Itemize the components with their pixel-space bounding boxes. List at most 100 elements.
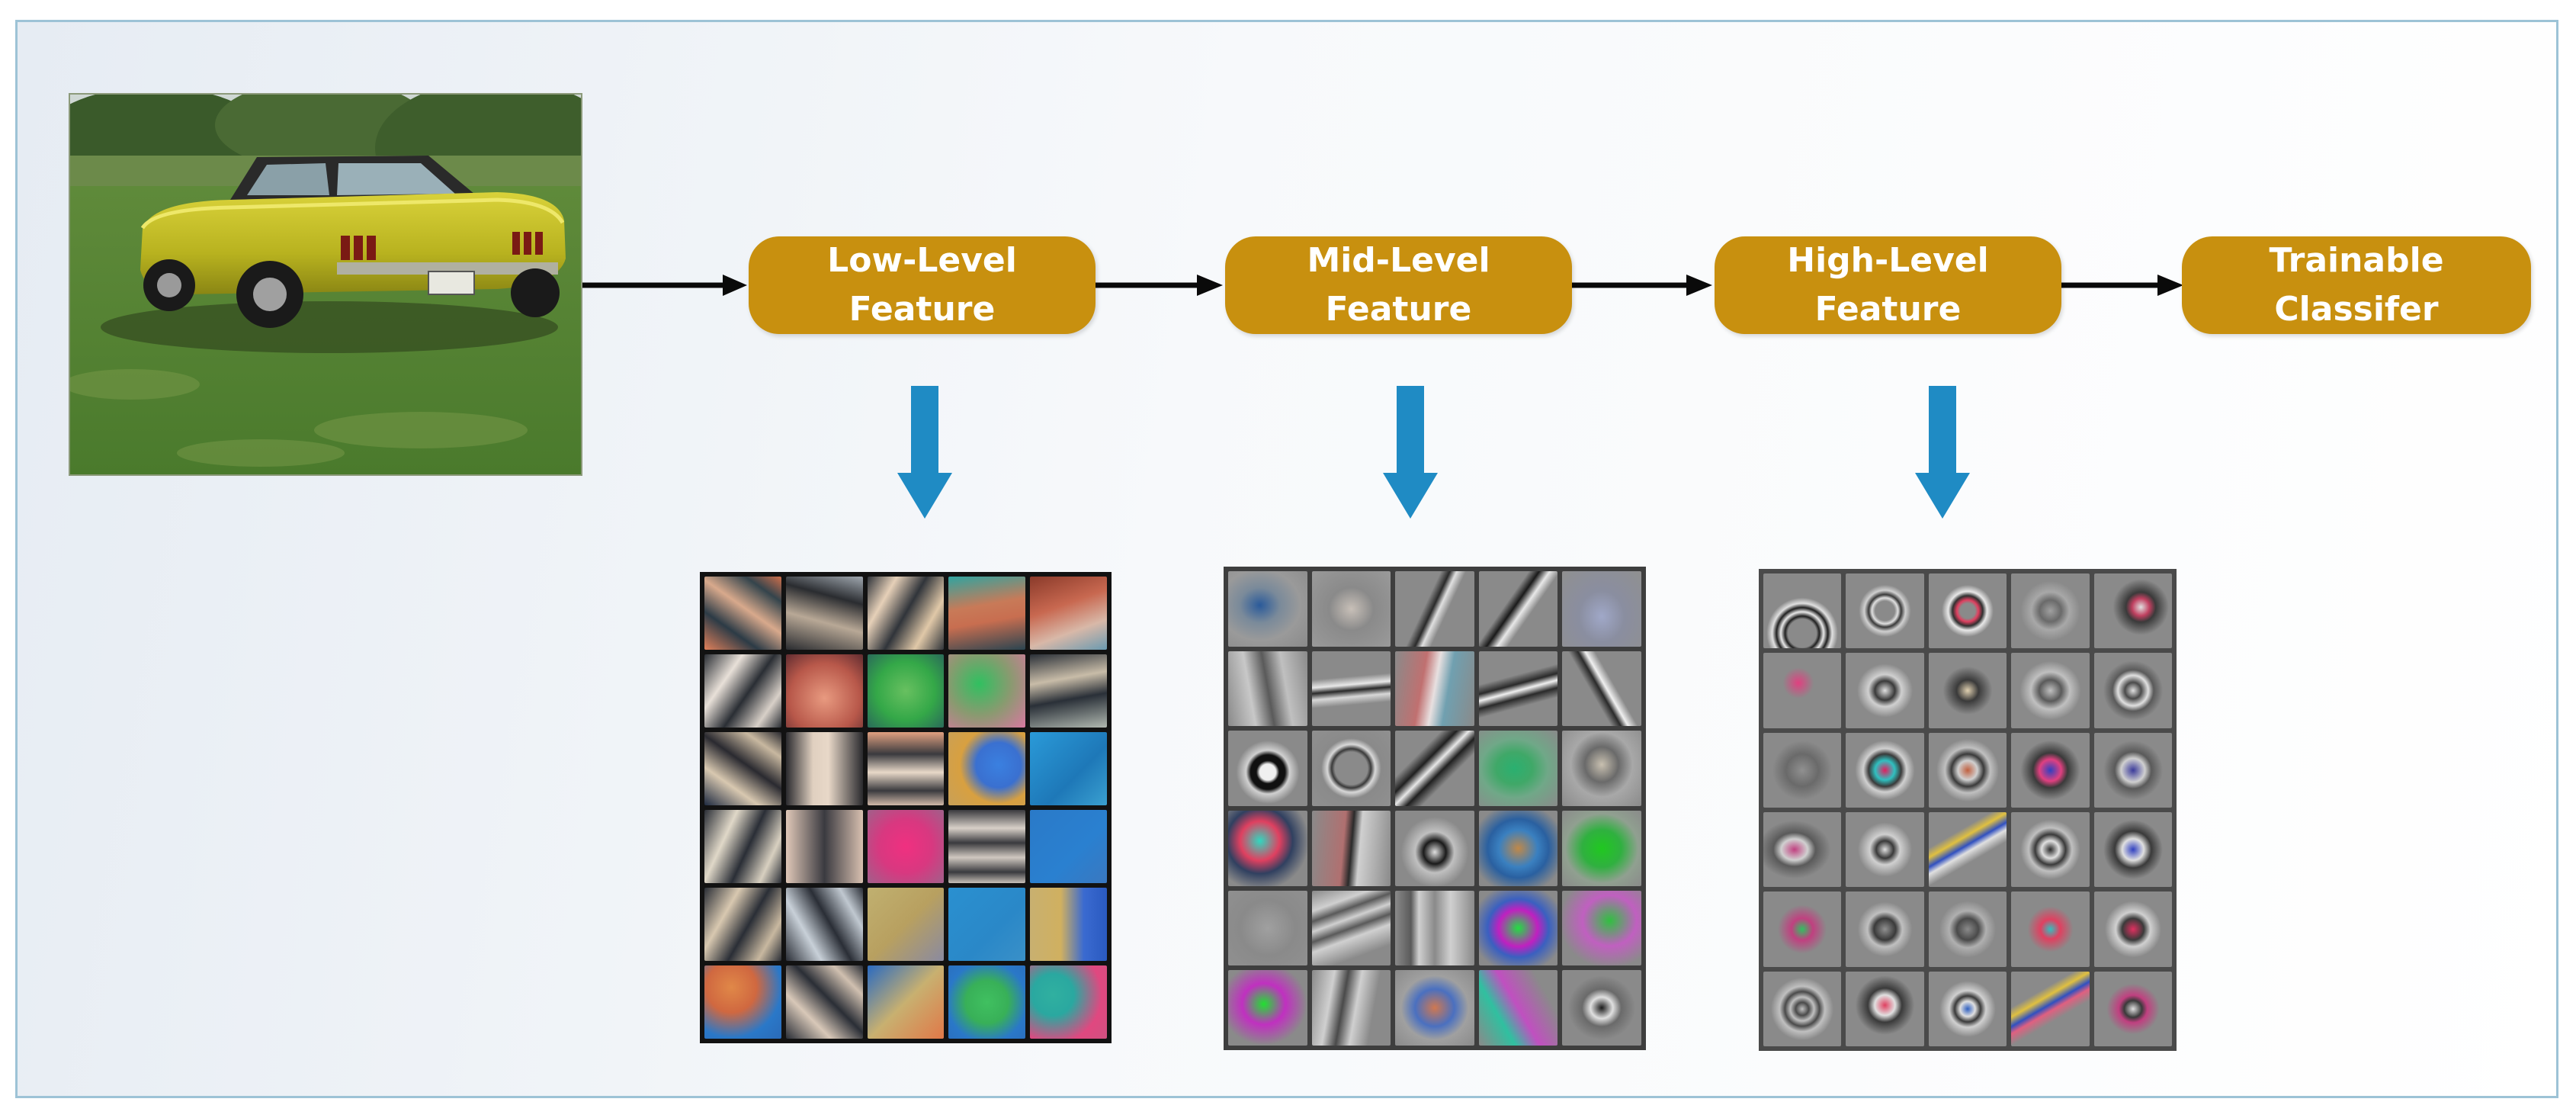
mid-feature-cell xyxy=(1395,970,1474,1046)
high-feature-cell xyxy=(2093,812,2172,888)
mid-feature-cell xyxy=(1395,890,1474,966)
mid-feature-cell xyxy=(1562,651,1641,727)
high-feature-cell xyxy=(1763,971,1842,1046)
mid-feature-cell xyxy=(1478,810,1558,886)
high-feature-cell xyxy=(2011,732,2090,808)
mid-feature-cell xyxy=(1228,651,1307,727)
high-feature-cell xyxy=(1928,971,2007,1046)
mid-feature-cell xyxy=(1395,571,1474,647)
high-feature-cell xyxy=(1846,653,1924,728)
high-feature-cell xyxy=(2011,573,2090,649)
high-feature-cell xyxy=(1928,812,2007,888)
arrow-mid-to-high xyxy=(1572,275,1712,296)
low-feature-cell xyxy=(785,732,863,805)
low-feature-cell xyxy=(948,732,1026,805)
mid-feature-cell xyxy=(1562,731,1641,806)
arrow-high-to-classifier xyxy=(2061,275,2183,296)
low-feature-cell xyxy=(785,654,863,728)
high-feature-cell xyxy=(1763,573,1842,649)
stage-high-level-feature: High-Level Feature xyxy=(1715,236,2061,334)
car-photo-illustration xyxy=(70,95,581,474)
low-feature-cell xyxy=(867,577,945,650)
stage-trainable-classifier: Trainable Classifer xyxy=(2182,236,2531,334)
mid-feature-cell xyxy=(1311,890,1391,966)
mid-feature-cell xyxy=(1395,810,1474,886)
mid-feature-cell xyxy=(1311,731,1391,806)
mid-feature-cell xyxy=(1478,970,1558,1046)
low-feature-cell xyxy=(867,965,945,1039)
low-feature-cell xyxy=(785,965,863,1039)
low-feature-cell xyxy=(867,810,945,883)
low-feature-cell xyxy=(867,654,945,728)
low-feature-cell xyxy=(785,810,863,883)
mid-feature-cell xyxy=(1478,731,1558,806)
high-feature-cell xyxy=(2093,653,2172,728)
down-arrow-low xyxy=(897,386,952,519)
low-feature-cell xyxy=(1030,965,1107,1039)
low-feature-cell xyxy=(948,577,1026,650)
mid-feature-cell xyxy=(1228,970,1307,1046)
mid-feature-cell xyxy=(1562,810,1641,886)
high-feature-cell xyxy=(2093,892,2172,967)
arrow-image-to-low xyxy=(582,275,747,296)
low-feature-cell xyxy=(785,577,863,650)
mid-feature-cell xyxy=(1478,651,1558,727)
mid-feature-cell xyxy=(1562,571,1641,647)
low-feature-cell xyxy=(867,732,945,805)
stage-high-label: High-Level Feature xyxy=(1787,241,1989,329)
low-feature-cell xyxy=(704,810,781,883)
low-feature-cell xyxy=(704,888,781,961)
high-feature-cell xyxy=(1763,892,1842,967)
mid-feature-cell xyxy=(1228,890,1307,966)
car-photo-icon xyxy=(69,93,582,476)
mid-feature-cell xyxy=(1395,731,1474,806)
high-feature-cell xyxy=(2011,892,2090,967)
low-feature-cell xyxy=(948,965,1026,1039)
mid-level-feature-grid xyxy=(1224,567,1646,1050)
high-feature-cell xyxy=(1846,573,1924,649)
stage-classifier-label: Trainable Classifer xyxy=(2269,241,2444,329)
high-feature-cell xyxy=(2011,653,2090,728)
stage-low-level-feature: Low-Level Feature xyxy=(749,236,1096,334)
stage-mid-level-feature: Mid-Level Feature xyxy=(1225,236,1572,334)
high-feature-cell xyxy=(2011,971,2090,1046)
stage-low-label: Low-Level Feature xyxy=(827,241,1017,329)
low-feature-cell xyxy=(1030,888,1107,961)
mid-feature-cell xyxy=(1311,970,1391,1046)
low-feature-cell xyxy=(785,888,863,961)
low-feature-cell xyxy=(1030,654,1107,728)
mid-feature-cell xyxy=(1311,810,1391,886)
mid-feature-cell xyxy=(1562,970,1641,1046)
mid-feature-cell xyxy=(1562,890,1641,966)
high-feature-cell xyxy=(1928,732,2007,808)
low-feature-cell xyxy=(704,577,781,650)
low-feature-cell xyxy=(1030,577,1107,650)
low-feature-cell xyxy=(704,654,781,728)
high-feature-cell xyxy=(1763,732,1842,808)
low-feature-cell xyxy=(867,888,945,961)
high-level-feature-grid xyxy=(1759,569,2177,1051)
mid-feature-cell xyxy=(1228,810,1307,886)
low-feature-cell xyxy=(704,965,781,1039)
low-feature-cell xyxy=(948,654,1026,728)
stage-mid-label: Mid-Level Feature xyxy=(1307,241,1490,329)
down-arrow-mid xyxy=(1383,386,1438,519)
low-feature-cell xyxy=(1030,810,1107,883)
high-feature-cell xyxy=(1846,812,1924,888)
high-feature-cell xyxy=(1846,892,1924,967)
low-feature-cell xyxy=(704,732,781,805)
mid-feature-cell xyxy=(1395,651,1474,727)
high-feature-cell xyxy=(1846,971,1924,1046)
low-feature-cell xyxy=(948,810,1026,883)
high-feature-cell xyxy=(2093,573,2172,649)
high-feature-cell xyxy=(1928,573,2007,649)
low-feature-cell xyxy=(1030,732,1107,805)
low-feature-cell xyxy=(948,888,1026,961)
low-level-feature-grid xyxy=(700,572,1112,1043)
high-feature-cell xyxy=(1763,812,1842,888)
high-feature-cell xyxy=(1846,732,1924,808)
high-feature-cell xyxy=(2011,812,2090,888)
mid-feature-cell xyxy=(1478,890,1558,966)
high-feature-cell xyxy=(2093,971,2172,1046)
